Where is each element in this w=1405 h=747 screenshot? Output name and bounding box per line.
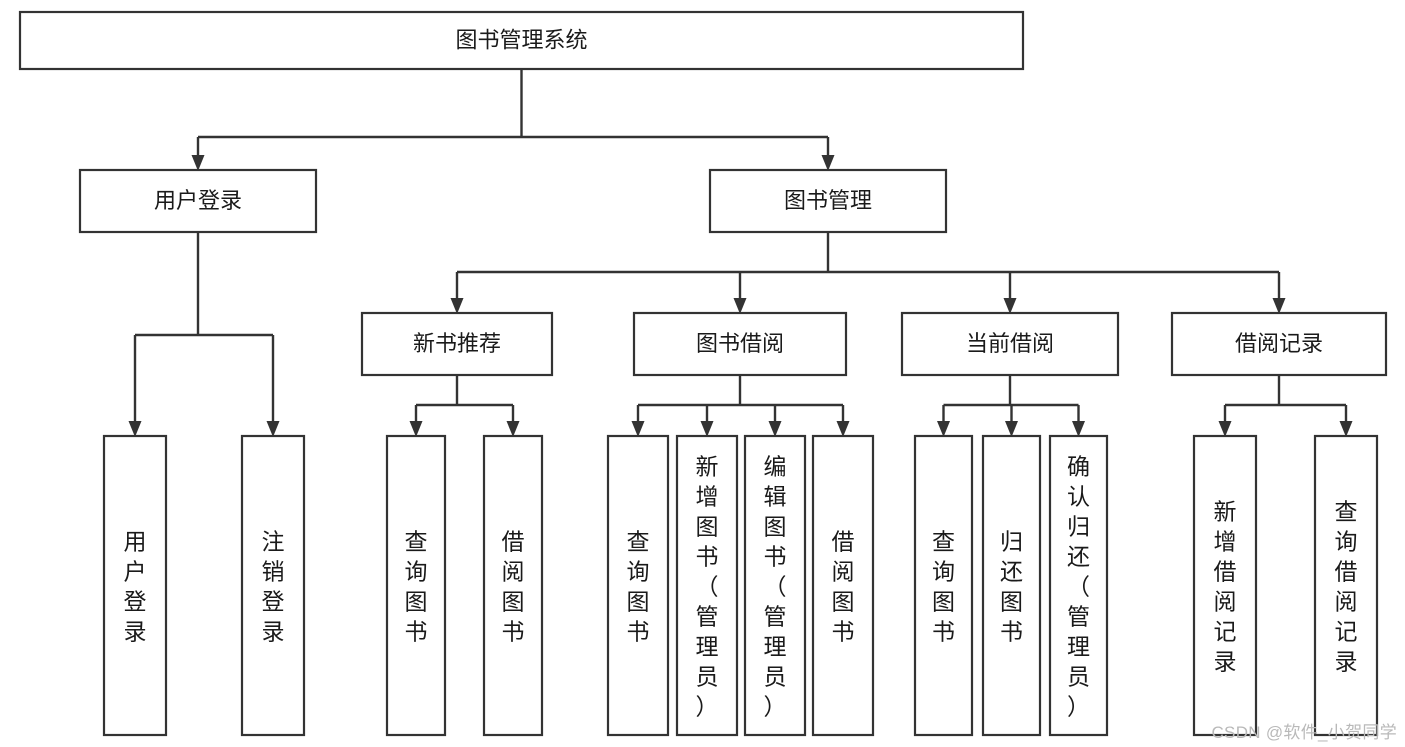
node-label-l-rec-query: 查询借阅记录 — [1335, 499, 1358, 675]
arrow-head-l-logout — [266, 421, 280, 437]
node-box-newbook — [360, 311, 554, 377]
node-l-rec-query[interactable]: 查询借阅记录 — [1313, 434, 1379, 737]
node-label-l-nb-query: 查询图书 — [405, 529, 428, 645]
arrow-head-newbook — [450, 298, 464, 314]
node-label-l-rec-add: 新增借阅记录 — [1214, 499, 1237, 675]
node-label-bookmgmt: 图书管理 — [784, 188, 872, 213]
arrow-head-l-cur-return — [1005, 421, 1018, 437]
node-box-l-nb-borrow — [482, 434, 544, 737]
arrow-head-bookmgmt — [821, 155, 835, 171]
node-login[interactable]: 用户登录 — [78, 168, 318, 234]
node-label-borrow: 图书借阅 — [696, 331, 784, 356]
node-box-l-nb-query — [385, 434, 447, 737]
node-box-l-bw-query — [606, 434, 670, 737]
node-label-l-login: 用户登录 — [124, 529, 147, 645]
node-label-l-cur-confirm: 确认归还（管理员） — [1067, 454, 1090, 720]
node-box-l-cur-return — [981, 434, 1042, 737]
node-label-current: 当前借阅 — [966, 331, 1054, 356]
arrow-head-borrow — [733, 298, 747, 314]
node-box-l-logout — [240, 434, 306, 737]
edge-group-login — [128, 232, 280, 437]
node-box-l-cur-query — [913, 434, 974, 737]
node-l-bw-edit[interactable]: 编辑图书（管理员） — [743, 434, 807, 737]
node-box-bookmgmt — [708, 168, 948, 234]
node-l-logout[interactable]: 注销登录 — [240, 434, 306, 737]
node-l-rec-add[interactable]: 新增借阅记录 — [1192, 434, 1258, 737]
node-l-nb-query[interactable]: 查询图书 — [385, 434, 447, 737]
arrow-head-l-bw-borrow — [836, 421, 850, 437]
node-label-l-logout: 注销登录 — [262, 529, 285, 645]
node-box-l-login — [102, 434, 168, 737]
edge-group-root — [191, 69, 835, 171]
node-label-l-bw-borrow: 借阅图书 — [832, 529, 855, 645]
node-box-l-bw-add — [675, 434, 739, 737]
node-label-login: 用户登录 — [154, 188, 242, 213]
node-label-l-bw-edit: 编辑图书（管理员） — [764, 454, 787, 720]
node-current[interactable]: 当前借阅 — [900, 311, 1120, 377]
node-box-l-rec-query — [1313, 434, 1379, 737]
node-l-bw-query[interactable]: 查询图书 — [606, 434, 670, 737]
arrow-head-l-bw-add — [700, 421, 714, 437]
node-box-login — [78, 168, 318, 234]
node-box-root — [18, 10, 1025, 71]
node-l-login[interactable]: 用户登录 — [102, 434, 168, 737]
node-l-bw-add[interactable]: 新增图书（管理员） — [675, 434, 739, 737]
arrow-head-l-bw-edit — [768, 421, 782, 437]
node-l-cur-confirm[interactable]: 确认归还（管理员） — [1048, 434, 1109, 737]
connector-layer — [128, 69, 1353, 437]
node-box-l-rec-add — [1192, 434, 1258, 737]
arrow-head-l-nb-borrow — [506, 421, 520, 437]
edge-group-newbook — [409, 375, 520, 437]
node-l-bw-borrow[interactable]: 借阅图书 — [811, 434, 875, 737]
node-newbook[interactable]: 新书推荐 — [360, 311, 554, 377]
node-records[interactable]: 借阅记录 — [1170, 311, 1388, 377]
node-label-l-bw-query: 查询图书 — [627, 529, 650, 645]
node-l-nb-borrow[interactable]: 借阅图书 — [482, 434, 544, 737]
arrow-head-l-rec-query — [1339, 421, 1353, 437]
arrow-head-l-nb-query — [409, 421, 423, 437]
edge-group-current — [937, 375, 1085, 437]
node-borrow[interactable]: 图书借阅 — [632, 311, 848, 377]
edge-group-records — [1218, 375, 1353, 437]
node-layer: 图书管理系统用户登录图书管理新书推荐图书借阅当前借阅借阅记录用户登录注销登录查询… — [18, 10, 1388, 737]
node-bookmgmt[interactable]: 图书管理 — [708, 168, 948, 234]
node-root[interactable]: 图书管理系统 — [18, 10, 1025, 71]
arrow-head-l-cur-confirm — [1072, 421, 1085, 437]
arrow-head-l-bw-query — [631, 421, 645, 437]
node-l-cur-return[interactable]: 归还图书 — [981, 434, 1042, 737]
node-box-l-cur-confirm — [1048, 434, 1109, 737]
arrow-head-login — [191, 155, 205, 171]
node-l-cur-query[interactable]: 查询图书 — [913, 434, 974, 737]
node-label-l-nb-borrow: 借阅图书 — [502, 529, 525, 645]
node-label-records: 借阅记录 — [1235, 331, 1323, 356]
node-box-l-bw-borrow — [811, 434, 875, 737]
node-box-current — [900, 311, 1120, 377]
arrow-head-l-rec-add — [1218, 421, 1232, 437]
arrow-head-current — [1003, 298, 1017, 314]
node-box-records — [1170, 311, 1388, 377]
arrow-head-l-login — [128, 421, 142, 437]
arrow-head-l-cur-query — [937, 421, 950, 437]
node-box-borrow — [632, 311, 848, 377]
node-label-newbook: 新书推荐 — [413, 331, 501, 356]
edge-group-borrow — [631, 375, 850, 437]
node-label-l-cur-query: 查询图书 — [932, 529, 955, 645]
node-label-l-bw-add: 新增图书（管理员） — [696, 454, 719, 720]
edge-group-bookmgmt — [450, 232, 1286, 314]
node-label-root: 图书管理系统 — [455, 27, 587, 52]
node-box-l-bw-edit — [743, 434, 807, 737]
arrow-head-records — [1272, 298, 1286, 314]
node-label-l-cur-return: 归还图书 — [1000, 529, 1023, 645]
